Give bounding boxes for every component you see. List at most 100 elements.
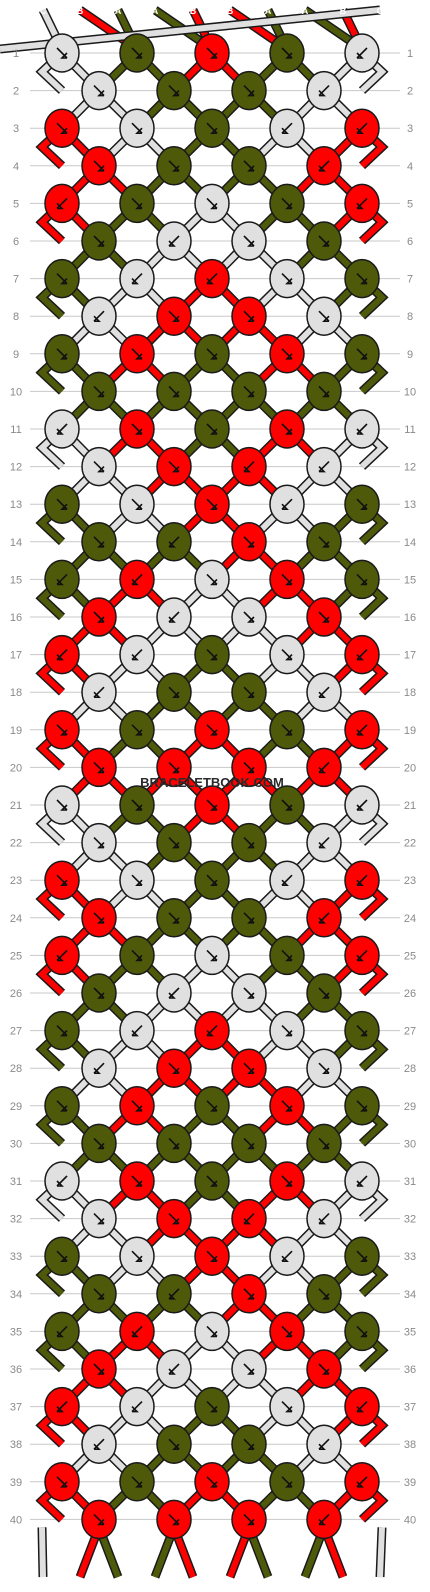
arrow-shaft [318,611,330,623]
arrow-head [285,654,293,661]
arrow-head [135,1105,143,1112]
row-number-left: 23 [10,875,22,887]
arrow-head [56,654,64,661]
arrow-shaft [318,987,330,999]
bottom-strand [377,1527,385,1578]
strand-label-bottom: B [190,1577,197,1587]
arrow-head [135,879,143,887]
arrow-shaft [318,461,330,473]
arrow-head [210,1406,218,1413]
row-number-right: 13 [404,499,416,511]
arrow-head [356,1406,364,1413]
row-number-right: 28 [404,1063,416,1075]
arrow-shaft [356,498,368,510]
arrow-head [135,1255,143,1262]
arrow-head [60,1481,68,1488]
arrow-shaft [93,1288,105,1300]
row-number-right: 36 [404,1364,416,1376]
arrow-head [168,616,176,623]
arrow-shaft [243,1137,255,1149]
arrow-shaft [56,649,68,661]
arrow-head [60,503,68,511]
arrow-shaft [281,1325,293,1337]
strand-label-bottom: B [340,1577,347,1587]
arrow-head [135,729,143,736]
arrow-shaft [206,1025,218,1037]
arrow-shaft [243,1363,255,1375]
arrow-shaft [56,799,68,811]
arrow-head [360,1105,368,1112]
arrow-shaft [318,310,330,322]
arrow-head [172,165,180,172]
arrow-shaft [56,1100,68,1112]
arrow-head [172,1142,180,1150]
arrow-head [206,278,214,285]
arrow-shaft [356,1025,368,1037]
arrow-shaft [318,1062,330,1074]
arrow-shaft [356,1401,368,1413]
row-number-left: 22 [10,838,22,850]
arrow-shaft [206,273,218,285]
arrow-head [281,879,289,887]
arrow-shaft [281,1025,293,1037]
row-number-left: 38 [10,1439,22,1451]
arrow-head [97,842,105,849]
arrow-head [131,1406,139,1413]
arrow-shaft [356,949,368,961]
arrow-head [285,1330,293,1338]
arrow-head [60,278,68,285]
row-number-left: 1 [13,48,19,60]
row-number-left: 4 [13,161,19,173]
arrow-head [172,917,180,924]
arrow-shaft [131,197,143,209]
arrow-head [135,202,143,210]
arrow-head [60,52,68,59]
arrow-head [285,1406,293,1413]
arrow-shaft [93,837,105,849]
arrow-shaft [56,949,68,961]
arrow-shaft [93,611,105,623]
arrow-shaft [56,197,68,209]
arrow-head [206,1030,214,1037]
arrow-head [97,616,105,623]
arrow-head [281,127,289,134]
arrow-head [285,729,293,736]
knots [44,33,380,1540]
arrow-shaft [243,912,255,924]
row-number-right: 1 [407,48,413,60]
strand-label-bottom: A [152,1577,159,1587]
row-number-right: 4 [407,161,413,173]
arrow-shaft [168,1137,180,1149]
arrow-shaft [243,761,255,773]
arrow-shaft [243,1513,255,1525]
arrow-shaft [56,1325,68,1337]
arrow-shaft [131,1325,143,1337]
arrow-head [318,917,326,924]
row-number-left: 33 [10,1251,22,1263]
arrow-shaft [281,47,293,59]
arrow-shaft [356,1175,368,1187]
arrow-head [356,202,364,210]
watermark-text: BRACELETBOOK.COM [140,775,284,790]
strand-label-top: B [227,6,234,16]
row-number-right: 29 [404,1101,416,1113]
arrow-shaft [168,1288,180,1300]
arrow-shaft [131,1100,143,1112]
arrow-head [247,240,255,247]
arrow-shaft [56,348,68,360]
arrow-shaft [206,1250,218,1262]
arrow-shaft [243,987,255,999]
row-number-right: 40 [404,1514,416,1526]
row-number-left: 29 [10,1101,22,1113]
row-number-left: 6 [13,236,19,248]
arrow-head [135,503,143,511]
arrow-shaft [206,1476,218,1488]
arrow-head [131,278,139,285]
arrow-head [322,616,330,623]
arrow-shaft [93,1363,105,1375]
arrow-shaft [131,47,143,59]
arrow-shaft [131,724,143,736]
arrow-head [247,1293,255,1300]
arrow-shaft [56,1476,68,1488]
strand-label-bottom: A [115,1577,122,1587]
